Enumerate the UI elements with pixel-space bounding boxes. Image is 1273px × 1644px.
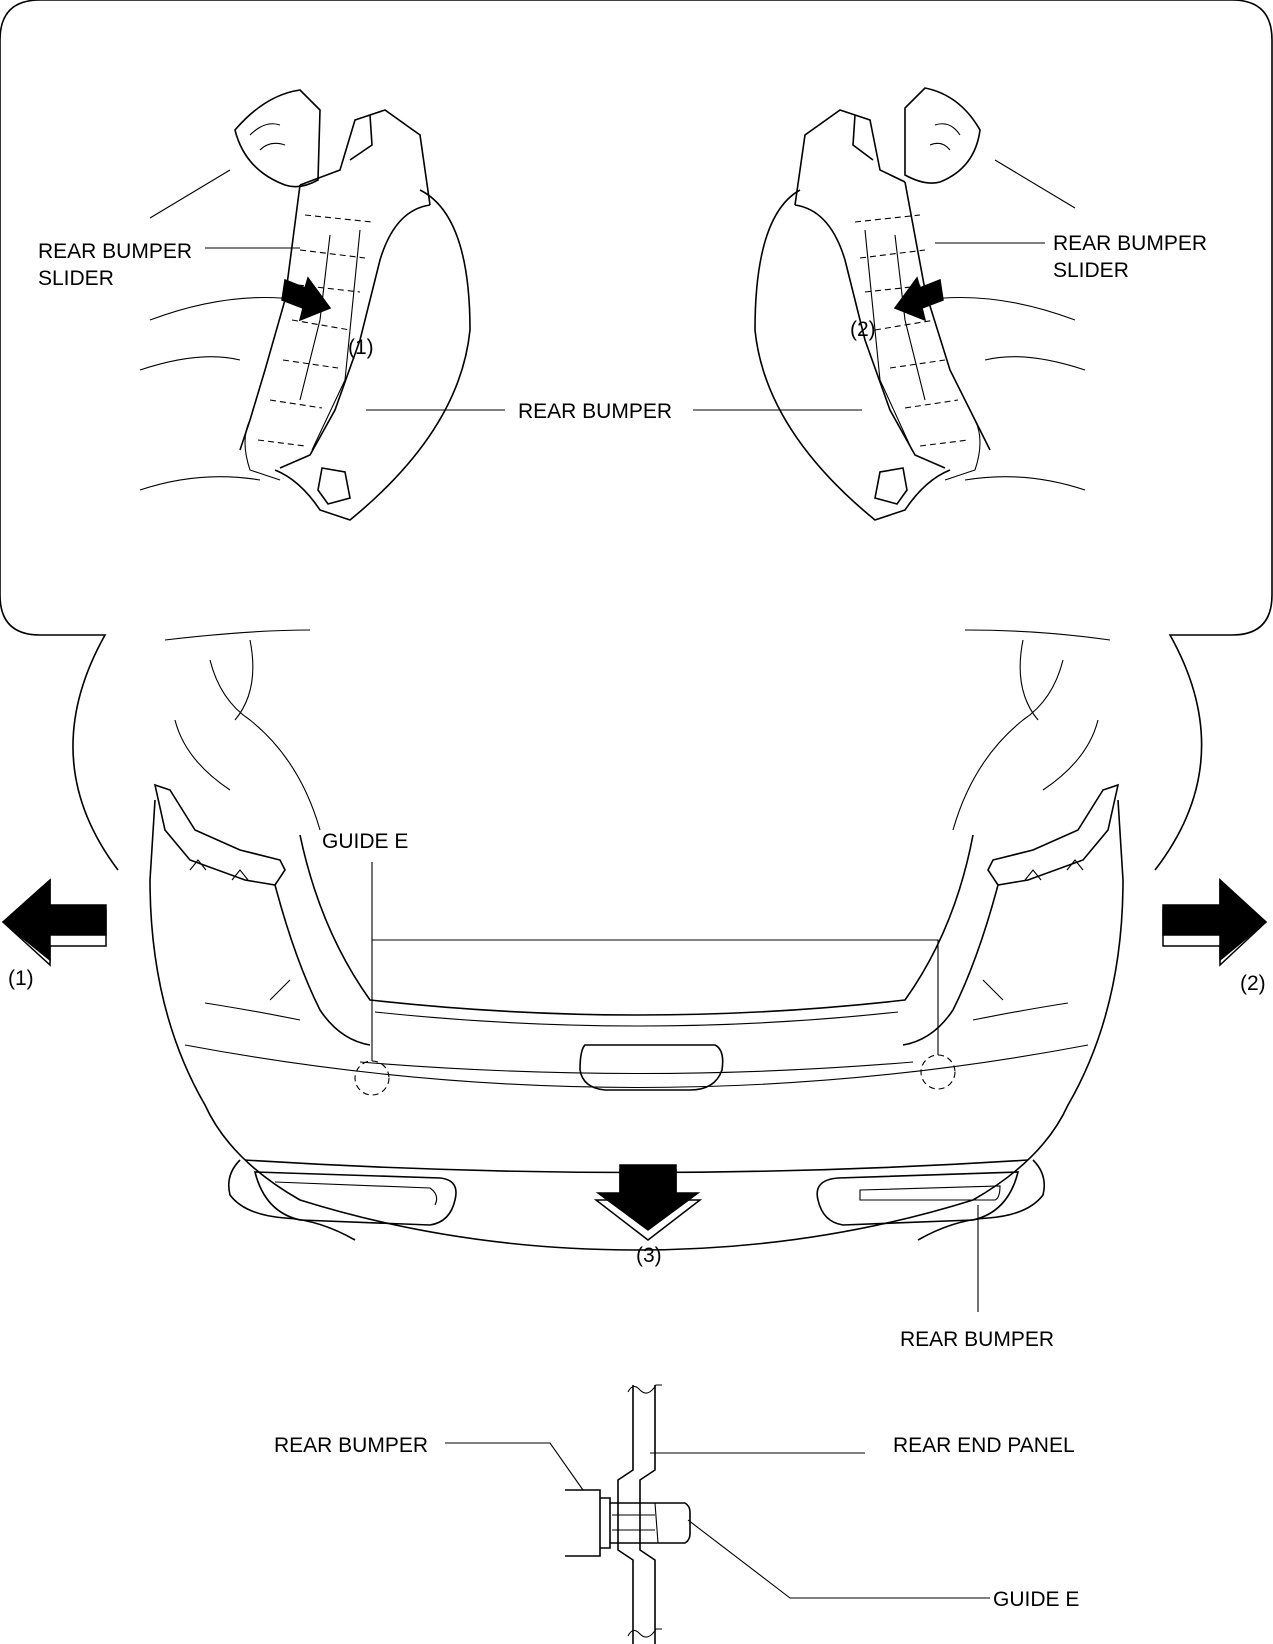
step-2-detail-label: (2) xyxy=(850,318,876,341)
rear-bumper-top-label: REAR BUMPER xyxy=(518,400,672,423)
rear-bumper-slider-right-label: REAR BUMPER xyxy=(1053,232,1207,255)
detail-arrow-icon xyxy=(281,276,332,322)
detail-callout-box xyxy=(0,0,1273,871)
left-detail-drawing xyxy=(139,89,471,521)
vehicle-rear-view xyxy=(149,629,1124,1251)
step-2-side-label: (2) xyxy=(1240,972,1266,995)
step-3-label: (3) xyxy=(636,1244,662,1267)
rear-bumper-outline xyxy=(149,799,1124,1251)
detail-arrow-icon xyxy=(893,276,944,322)
arrow-right-icon xyxy=(1162,878,1268,967)
rear-bumper-slider-left-label: REAR BUMPER xyxy=(38,240,192,263)
section-rear-end-panel-label: REAR END PANEL xyxy=(893,1434,1075,1457)
arrow-down-icon xyxy=(593,1164,703,1241)
step-1-side-label: (1) xyxy=(8,967,34,990)
guide-e-right-circle xyxy=(920,1054,956,1090)
section-guide-e-label: GUIDE E xyxy=(993,1588,1079,1611)
step-1-detail-label: (1) xyxy=(348,336,374,359)
guide-e-section-view xyxy=(565,1384,691,1644)
rear-bumper-bottom-label: REAR BUMPER xyxy=(900,1328,1054,1351)
section-rear-bumper-label: REAR BUMPER xyxy=(274,1434,428,1457)
guide-e-main-label: GUIDE E xyxy=(322,830,408,853)
rear-bumper-slider-left-label-line2: SLIDER xyxy=(38,267,114,290)
arrow-left-icon xyxy=(1,878,107,967)
guide-e-left-circle xyxy=(354,1060,390,1096)
right-detail-drawing xyxy=(754,87,1086,521)
rear-bumper-slider-right-label-line2: SLIDER xyxy=(1053,259,1129,282)
